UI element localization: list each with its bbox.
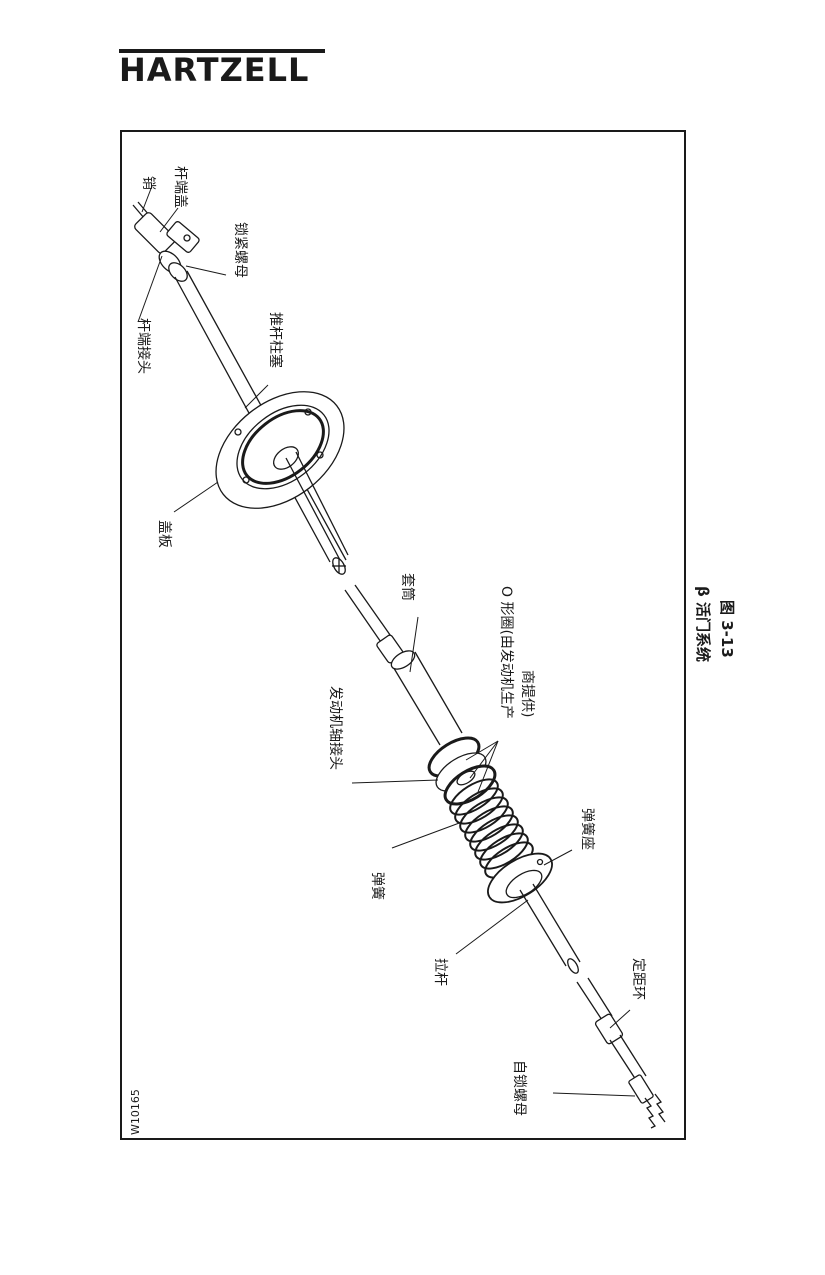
label-pull-rod: 拉杆	[432, 958, 448, 986]
spacer-ring-part	[576, 977, 647, 1081]
self-lock-nut-part	[628, 1074, 666, 1129]
label-pin: 销	[140, 176, 156, 190]
label-rod-end-cap: 杆端盖	[172, 166, 188, 208]
label-rod-end-joint: 杆端接头	[135, 318, 152, 374]
logo-rule	[119, 49, 325, 53]
label-o-ring-line1: O 形圈(由发动机生产	[498, 586, 514, 719]
figure-frame	[120, 130, 686, 1140]
label-sleeve: 套筒	[399, 573, 416, 601]
label-spacer-ring: 定距环	[630, 958, 646, 1000]
rod-end-part	[134, 212, 200, 282]
label-self-lock-nut: 自锁螺母	[511, 1060, 527, 1116]
label-cover-plate: 盖板	[156, 520, 172, 548]
label-spring-seat: 弹簧座	[579, 808, 595, 850]
brand-logo: HARTZELL	[119, 51, 310, 89]
label-lock-nut: 锁紧螺母	[232, 222, 248, 278]
drawing-code: W10165	[129, 1089, 142, 1135]
cover-plate-part	[215, 391, 349, 561]
pull-rod-part	[519, 883, 581, 974]
label-engine-shaft-joint: 发动机轴接头	[327, 686, 344, 770]
label-push-rod-plunger: 推杆柱塞	[267, 312, 284, 368]
spring-part	[449, 778, 534, 879]
spring-seat-part	[487, 852, 553, 904]
figure-number: 图 3-13	[718, 600, 736, 658]
label-o-ring-line2: 商提供)	[519, 670, 535, 717]
sleeve-part	[344, 584, 463, 746]
figure-title: β 活门系统	[694, 586, 712, 662]
leader-lines	[137, 185, 636, 1097]
label-spring: 弹簧	[369, 872, 385, 900]
